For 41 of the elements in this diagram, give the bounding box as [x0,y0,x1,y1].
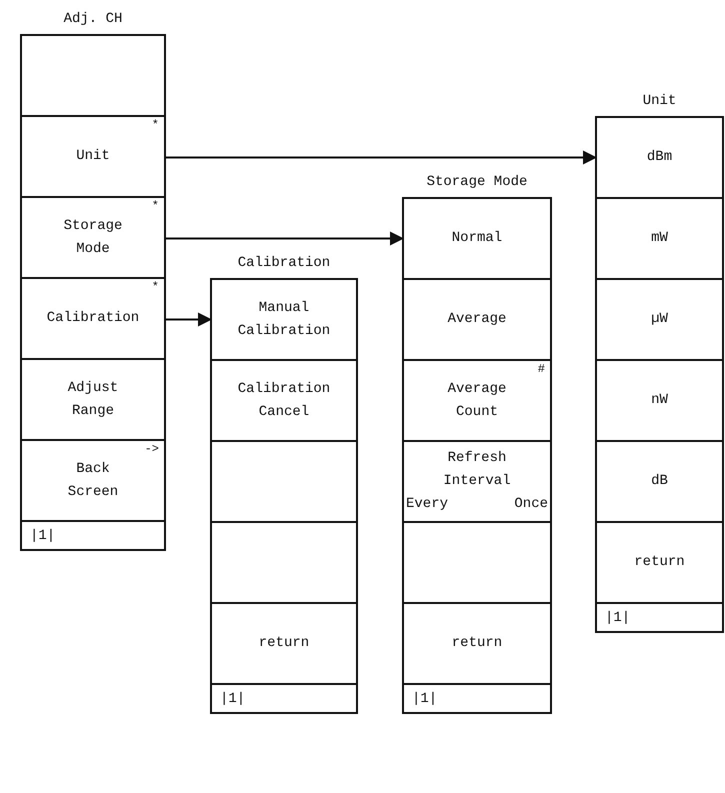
menu-label: Back Screen [68,460,118,502]
item-marker: * [152,118,159,132]
menu-label: dB [651,472,668,491]
item-marker: * [152,280,159,294]
menu-label: nW [651,391,668,410]
menu-label: µW [651,310,668,329]
menu-item [22,117,164,198]
menu-label: return [452,634,502,653]
page-indicator: |1| [412,690,438,706]
menu-label: Calibration [46,309,140,328]
page-indicator: |1| [220,690,246,706]
menu-label: Storage Mode [64,216,122,258]
item-marker: # [538,362,545,376]
item-marker: -> [144,442,159,456]
menu-title: Adj. CH [64,10,122,29]
menu-label: dBm [646,148,672,167]
menu-label: return [258,634,310,653]
menu-item [404,361,550,442]
menu-title: Unit [642,92,676,111]
arrow [164,312,212,326]
menu-title: Calibration [238,254,330,273]
menu-title: Storage Mode [426,173,528,192]
arrow [164,232,404,246]
menu-label: Average [448,310,506,329]
menu-label: Unit [76,147,110,166]
arrow [164,150,597,164]
menu-item [22,198,164,279]
menu-label: Average Count [448,380,506,422]
menu-label: return [634,553,685,572]
menu-label: Calibration Cancel [238,380,330,422]
option-label: Every [406,495,448,514]
page-indicator: |1| [605,610,630,626]
item-marker: * [152,199,159,213]
menu-label: Adjust Range [68,378,118,420]
menu-label: Normal [452,229,502,248]
page-indicator: |1| [30,528,56,544]
option-label: Once [514,495,548,514]
menu-label: Refresh Interval [443,449,511,491]
menu-item [22,279,164,360]
menu-label: mW [651,229,668,248]
menu-label: Manual Calibration [238,298,330,340]
